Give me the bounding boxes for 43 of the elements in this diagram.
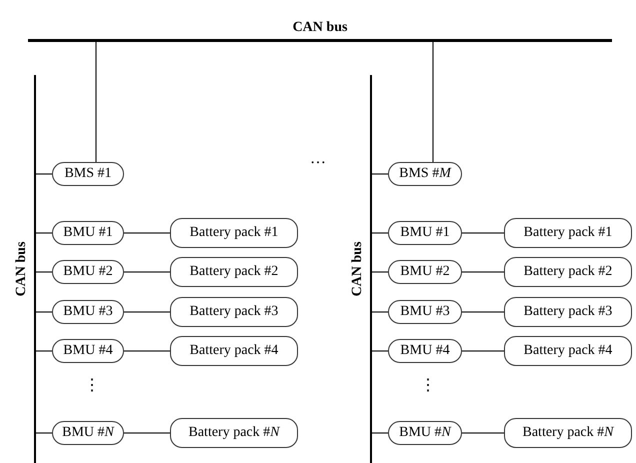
rounded-box: BMU #N [52,421,124,445]
bus-label: CAN bus [292,20,348,36]
rounded-box: Battery pack #N [170,418,298,448]
ellipsis: ⋮ [420,376,436,395]
rounded-box: BMU #4 [52,339,124,363]
connector-line [124,350,170,352]
rounded-box: BMU #1 [52,221,124,245]
bus-line [28,20,612,42]
connector-line [372,432,388,434]
rounded-box: Battery pack #4 [170,336,298,366]
rounded-box: Battery pack #2 [504,257,632,287]
connector-line [372,232,388,234]
connector-line [462,350,504,352]
rounded-box: BMU #N [388,421,462,445]
connector-line [124,432,170,434]
rounded-box: BMU #1 [388,221,462,245]
rounded-box: Battery pack #1 [170,218,298,248]
rounded-box: BMU #2 [52,260,124,284]
bus-label: CAN bus [14,242,30,296]
connector-line [372,350,388,352]
rounded-box: Battery pack #1 [504,218,632,248]
bus-line [350,75,372,463]
rounded-box: BMS #M [388,162,462,186]
ellipsis: … [310,150,326,168]
connector-line [432,42,434,162]
rounded-box: Battery pack #3 [170,297,298,327]
connector-line [36,350,52,352]
rounded-box: Battery pack #3 [504,297,632,327]
rounded-box: BMU #2 [388,260,462,284]
rounded-box: BMS #1 [52,162,124,186]
bus-line [14,75,36,463]
ellipsis: ⋮ [84,376,100,395]
bus-label: CAN bus [350,242,366,296]
rounded-box: Battery pack #2 [170,257,298,287]
connector-line [36,432,52,434]
rounded-box: BMU #3 [52,300,124,324]
rounded-box: BMU #4 [388,339,462,363]
connector-line [462,432,504,434]
rounded-box: Battery pack #4 [504,336,632,366]
rounded-box: BMU #3 [388,300,462,324]
connector-line [124,232,170,234]
rounded-box: Battery pack #N [504,418,632,448]
connector-line [36,232,52,234]
